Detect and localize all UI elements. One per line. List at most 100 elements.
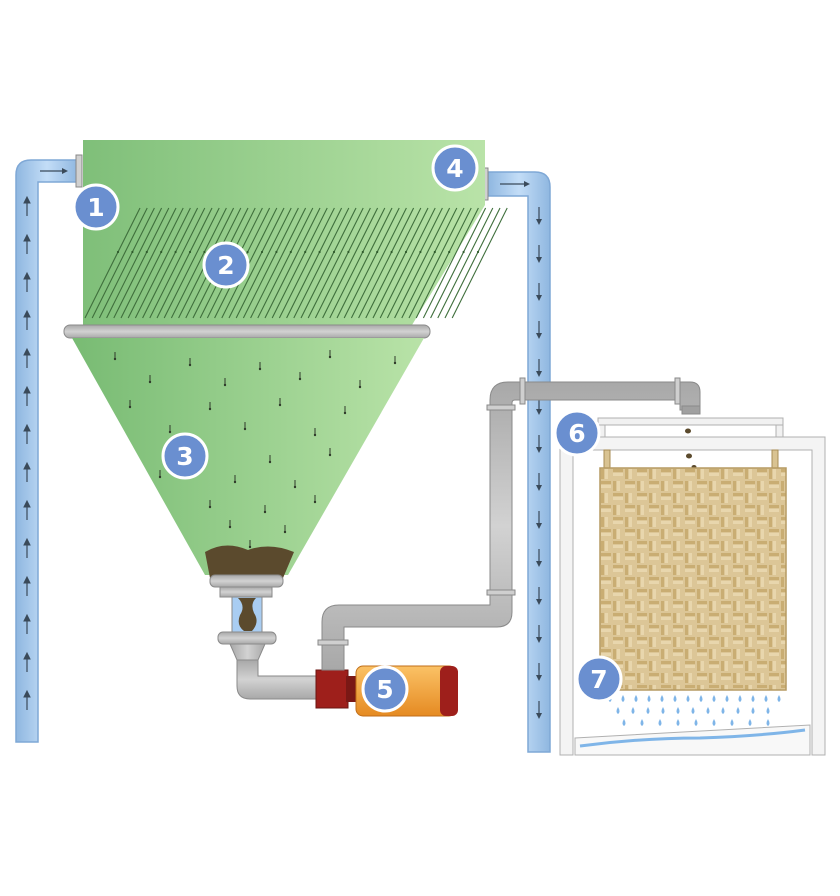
water-droplet [676,707,680,714]
marker-7: 7 [575,655,623,703]
hopper-outlet-flange [209,574,284,588]
pump-suction-pipe [236,659,321,700]
pump-motor-end [315,669,349,709]
sludge-particle [268,455,272,464]
water-droplet [712,695,716,702]
up-arrow-icon [23,385,31,406]
settler-plate [91,207,148,319]
settling-tank [63,140,508,578]
water-droplet [660,695,664,702]
water-droplet [777,695,781,702]
settler-plate [314,207,371,319]
up-arrow-icon [23,347,31,368]
sludge-particle [263,505,267,514]
water-droplet [766,707,770,714]
water-droplet [725,695,729,702]
settler-plate [293,207,350,319]
bag-strap-left [603,449,611,471]
water-droplet [738,695,742,702]
filtrate-droplets [608,695,781,726]
settler-plate [250,207,307,319]
up-arrow-icon [23,689,31,710]
marker-5: 5 [361,665,409,713]
tank-upper-body [83,140,485,325]
sludge-particle [298,372,302,381]
water-droplet [766,719,770,726]
lower-flange [217,631,277,645]
down-arrow-icon [536,207,542,225]
settler-plate [415,207,472,319]
outlet-collar [219,586,273,598]
sludge-particle [148,375,152,384]
outlet-flow-arrows [536,207,542,719]
water-droplet [751,707,755,714]
settler-plate [84,207,141,319]
pump-coupling [346,676,356,702]
sludge-particle [208,500,212,509]
water-droplet [730,719,734,726]
sludge-particle [313,428,317,437]
water-droplet [691,707,695,714]
settler-plate [329,207,386,319]
settler-plate [264,207,321,319]
pipe-joint-1 [317,639,349,646]
marker-label: 1 [87,193,104,222]
settler-plate [365,207,422,319]
settler-plate [394,207,451,319]
settler-plate [134,207,191,319]
water-droplet [647,695,651,702]
sludge-particle [243,422,247,431]
up-arrow-icon [23,537,31,558]
settler-plate [170,207,227,319]
up-arrow-icon [23,423,31,444]
water-droplet [676,719,680,726]
settler-plate [430,207,487,319]
marker-6: 6 [553,409,601,457]
sludge-particle [313,495,317,504]
down-arrow-icon [536,245,542,263]
settler-plate [149,207,206,319]
settler-plate [401,207,458,319]
water-droplet [646,707,650,714]
settler-plate [322,207,379,319]
sludge-particle [328,448,332,457]
collection-tray [574,724,811,756]
water-droplet [673,695,677,702]
water-droplet [748,719,752,726]
settler-plate [379,207,436,319]
sludge-particle [258,362,262,371]
sludge-particle [358,380,362,389]
marker-label: 2 [217,251,234,280]
settler-plate [350,207,407,319]
inlet-flow-arrow-top [40,168,68,174]
settler-plate [343,207,400,319]
settler-plate [286,207,343,319]
up-arrow-icon [23,499,31,520]
sludge-particle [248,540,252,549]
bag-strap-right [771,449,779,471]
inlet-water-pipe [15,154,83,743]
marker-2: 2 [202,241,250,289]
water-droplet [634,695,638,702]
sludge-particle [113,352,117,361]
up-arrow-icon [23,233,31,254]
up-arrow-icon [23,651,31,672]
water-droplet [736,707,740,714]
sludge-particle [393,356,397,365]
pipe-joint-2 [486,589,516,596]
pipe-outlet-nozzle [681,405,701,415]
reducer [229,643,266,661]
outlet-water-pipe [481,167,551,753]
settler-plate [113,207,170,319]
water-droplet [712,719,716,726]
marker-label: 6 [568,419,585,448]
tank-cone-hopper [72,338,424,575]
marker-3: 3 [161,432,209,480]
down-arrow-icon [536,359,542,377]
sludge-particle [128,400,132,409]
down-arrow-icon [536,473,542,491]
settler-plate [242,207,299,319]
